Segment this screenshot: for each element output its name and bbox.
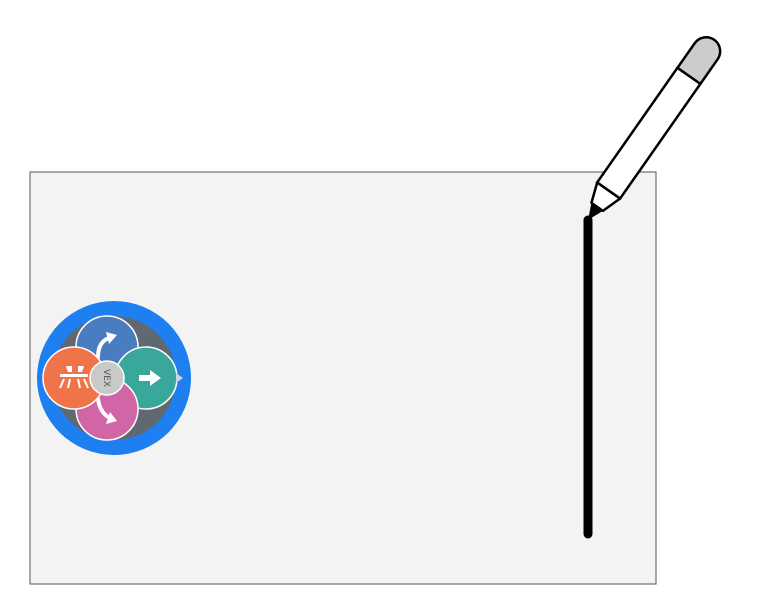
robot[interactable]: VEX	[37, 301, 191, 455]
pen-tip	[588, 202, 603, 220]
curved-arrow-up-icon	[96, 332, 117, 359]
curved-arrow-down-icon	[96, 397, 117, 424]
pen-lamp-icon	[59, 366, 89, 389]
right-arrow-icon	[139, 370, 161, 386]
pen-tool[interactable]	[577, 32, 726, 228]
pen-cap	[676, 36, 722, 86]
center-hub-text: VEX	[101, 369, 111, 387]
triangle-right-icon	[176, 373, 183, 383]
center-hub[interactable]: VEX	[89, 360, 125, 396]
pen-button[interactable]	[42, 346, 106, 410]
